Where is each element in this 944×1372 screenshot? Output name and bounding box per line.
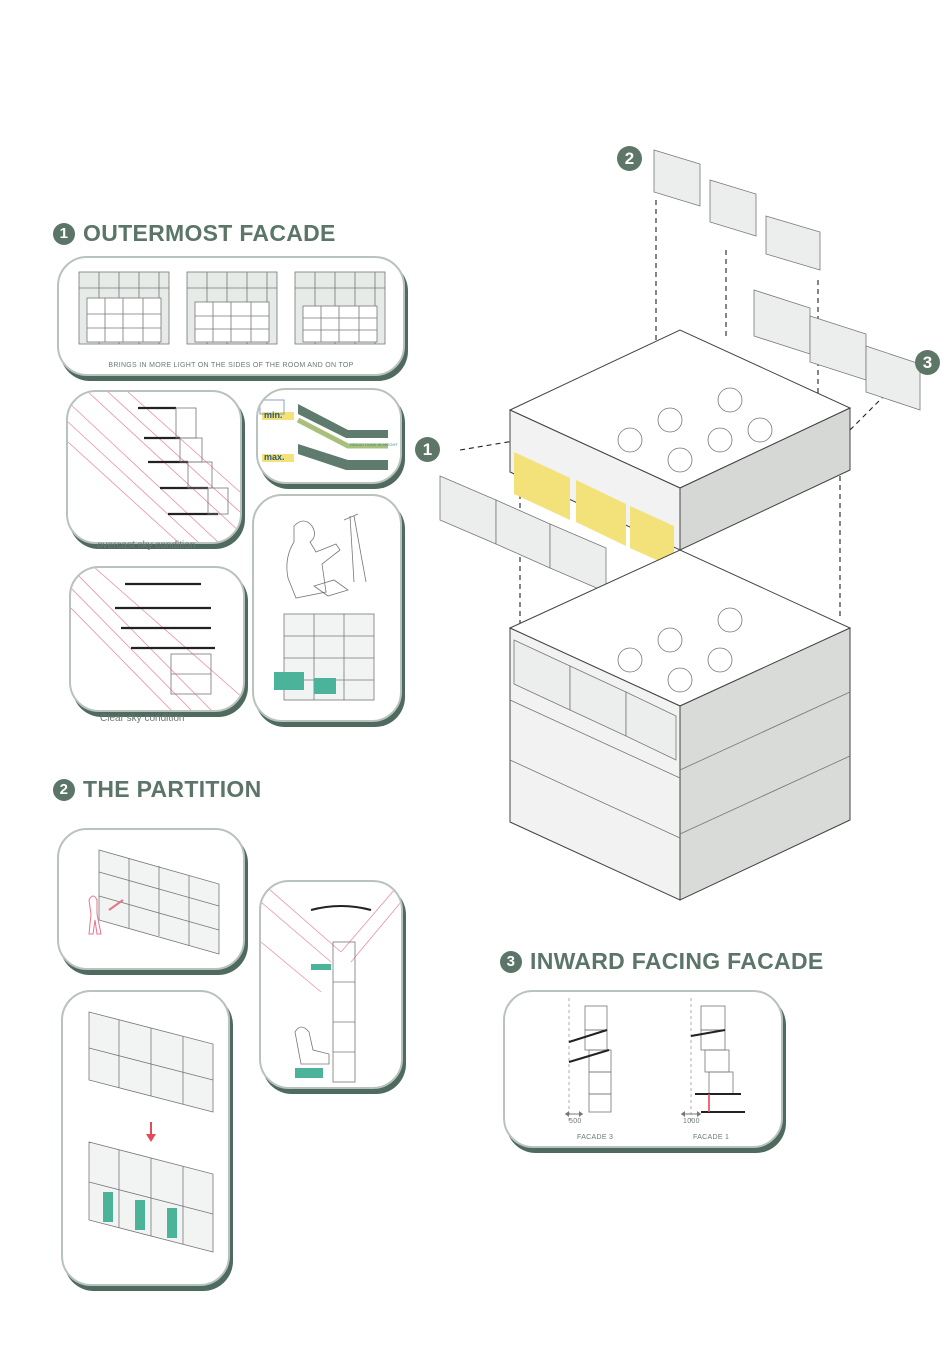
overcast-section-panel xyxy=(66,390,242,544)
light-reduction-panel: min. max. REDUCTIONS IN HEIGHT xyxy=(256,388,402,484)
section-title-text: OUTERMOST FACADE xyxy=(83,220,336,246)
clear-sky-caption: Clear sky condition xyxy=(100,713,185,724)
facade-elevations-panel: BRINGS IN MORE LIGHT ON THE SIDES OF THE… xyxy=(57,256,405,376)
inward-facade-sections xyxy=(565,998,745,1122)
dimension-right: 1000 xyxy=(683,1118,700,1125)
facade-3-label: FACADE 3 xyxy=(577,1134,614,1141)
clear-sky-light-diagram xyxy=(71,568,243,710)
label-min: min. xyxy=(264,410,283,420)
partition-light-panel xyxy=(259,880,403,1089)
section-title-text: THE PARTITION xyxy=(83,776,262,802)
elevations-caption: BRINGS IN MORE LIGHT ON THE SIDES OF THE… xyxy=(108,362,354,369)
partition-light-diagram xyxy=(261,882,401,1083)
section-number-badge: 1 xyxy=(53,222,75,245)
overcast-caption: overcast sky condition xyxy=(97,540,196,551)
partition-sequence-panel xyxy=(61,990,230,1286)
section-title-text: INWARD FACING FACADE xyxy=(530,948,824,974)
facade-elevations-drawing xyxy=(78,271,386,345)
light-reduction-diagram xyxy=(259,399,388,470)
partition-sequence-drawing xyxy=(88,1011,214,1253)
facade-1-label: FACADE 1 xyxy=(693,1134,730,1141)
dimension-left: 500 xyxy=(569,1118,582,1125)
label-max: max. xyxy=(264,452,285,462)
overcast-light-diagram xyxy=(68,392,240,542)
figure-painting-panel xyxy=(252,494,402,722)
callout-1: 1 xyxy=(415,437,440,462)
section-number-badge: 3 xyxy=(500,950,522,973)
section-title-outermost: 1 OUTERMOST FACADE xyxy=(53,220,336,247)
exploded-axonometric xyxy=(439,149,921,901)
figure-painting-drawing xyxy=(274,513,375,701)
callout-3: 3 xyxy=(915,350,940,375)
partition-isometric-drawing xyxy=(88,849,220,955)
clear-sky-section-panel xyxy=(69,566,245,712)
partition-isometric-panel xyxy=(57,828,245,970)
section-title-partition: 2 THE PARTITION xyxy=(53,776,262,803)
section-number-badge: 2 xyxy=(53,778,75,801)
inward-facade-panel: 500 1000 FACADE 3 FACADE 1 xyxy=(503,990,783,1148)
reduction-note: REDUCTIONS IN HEIGHT xyxy=(350,442,398,447)
callout-2: 2 xyxy=(617,146,642,171)
section-title-inward: 3 INWARD FACING FACADE xyxy=(500,948,824,975)
